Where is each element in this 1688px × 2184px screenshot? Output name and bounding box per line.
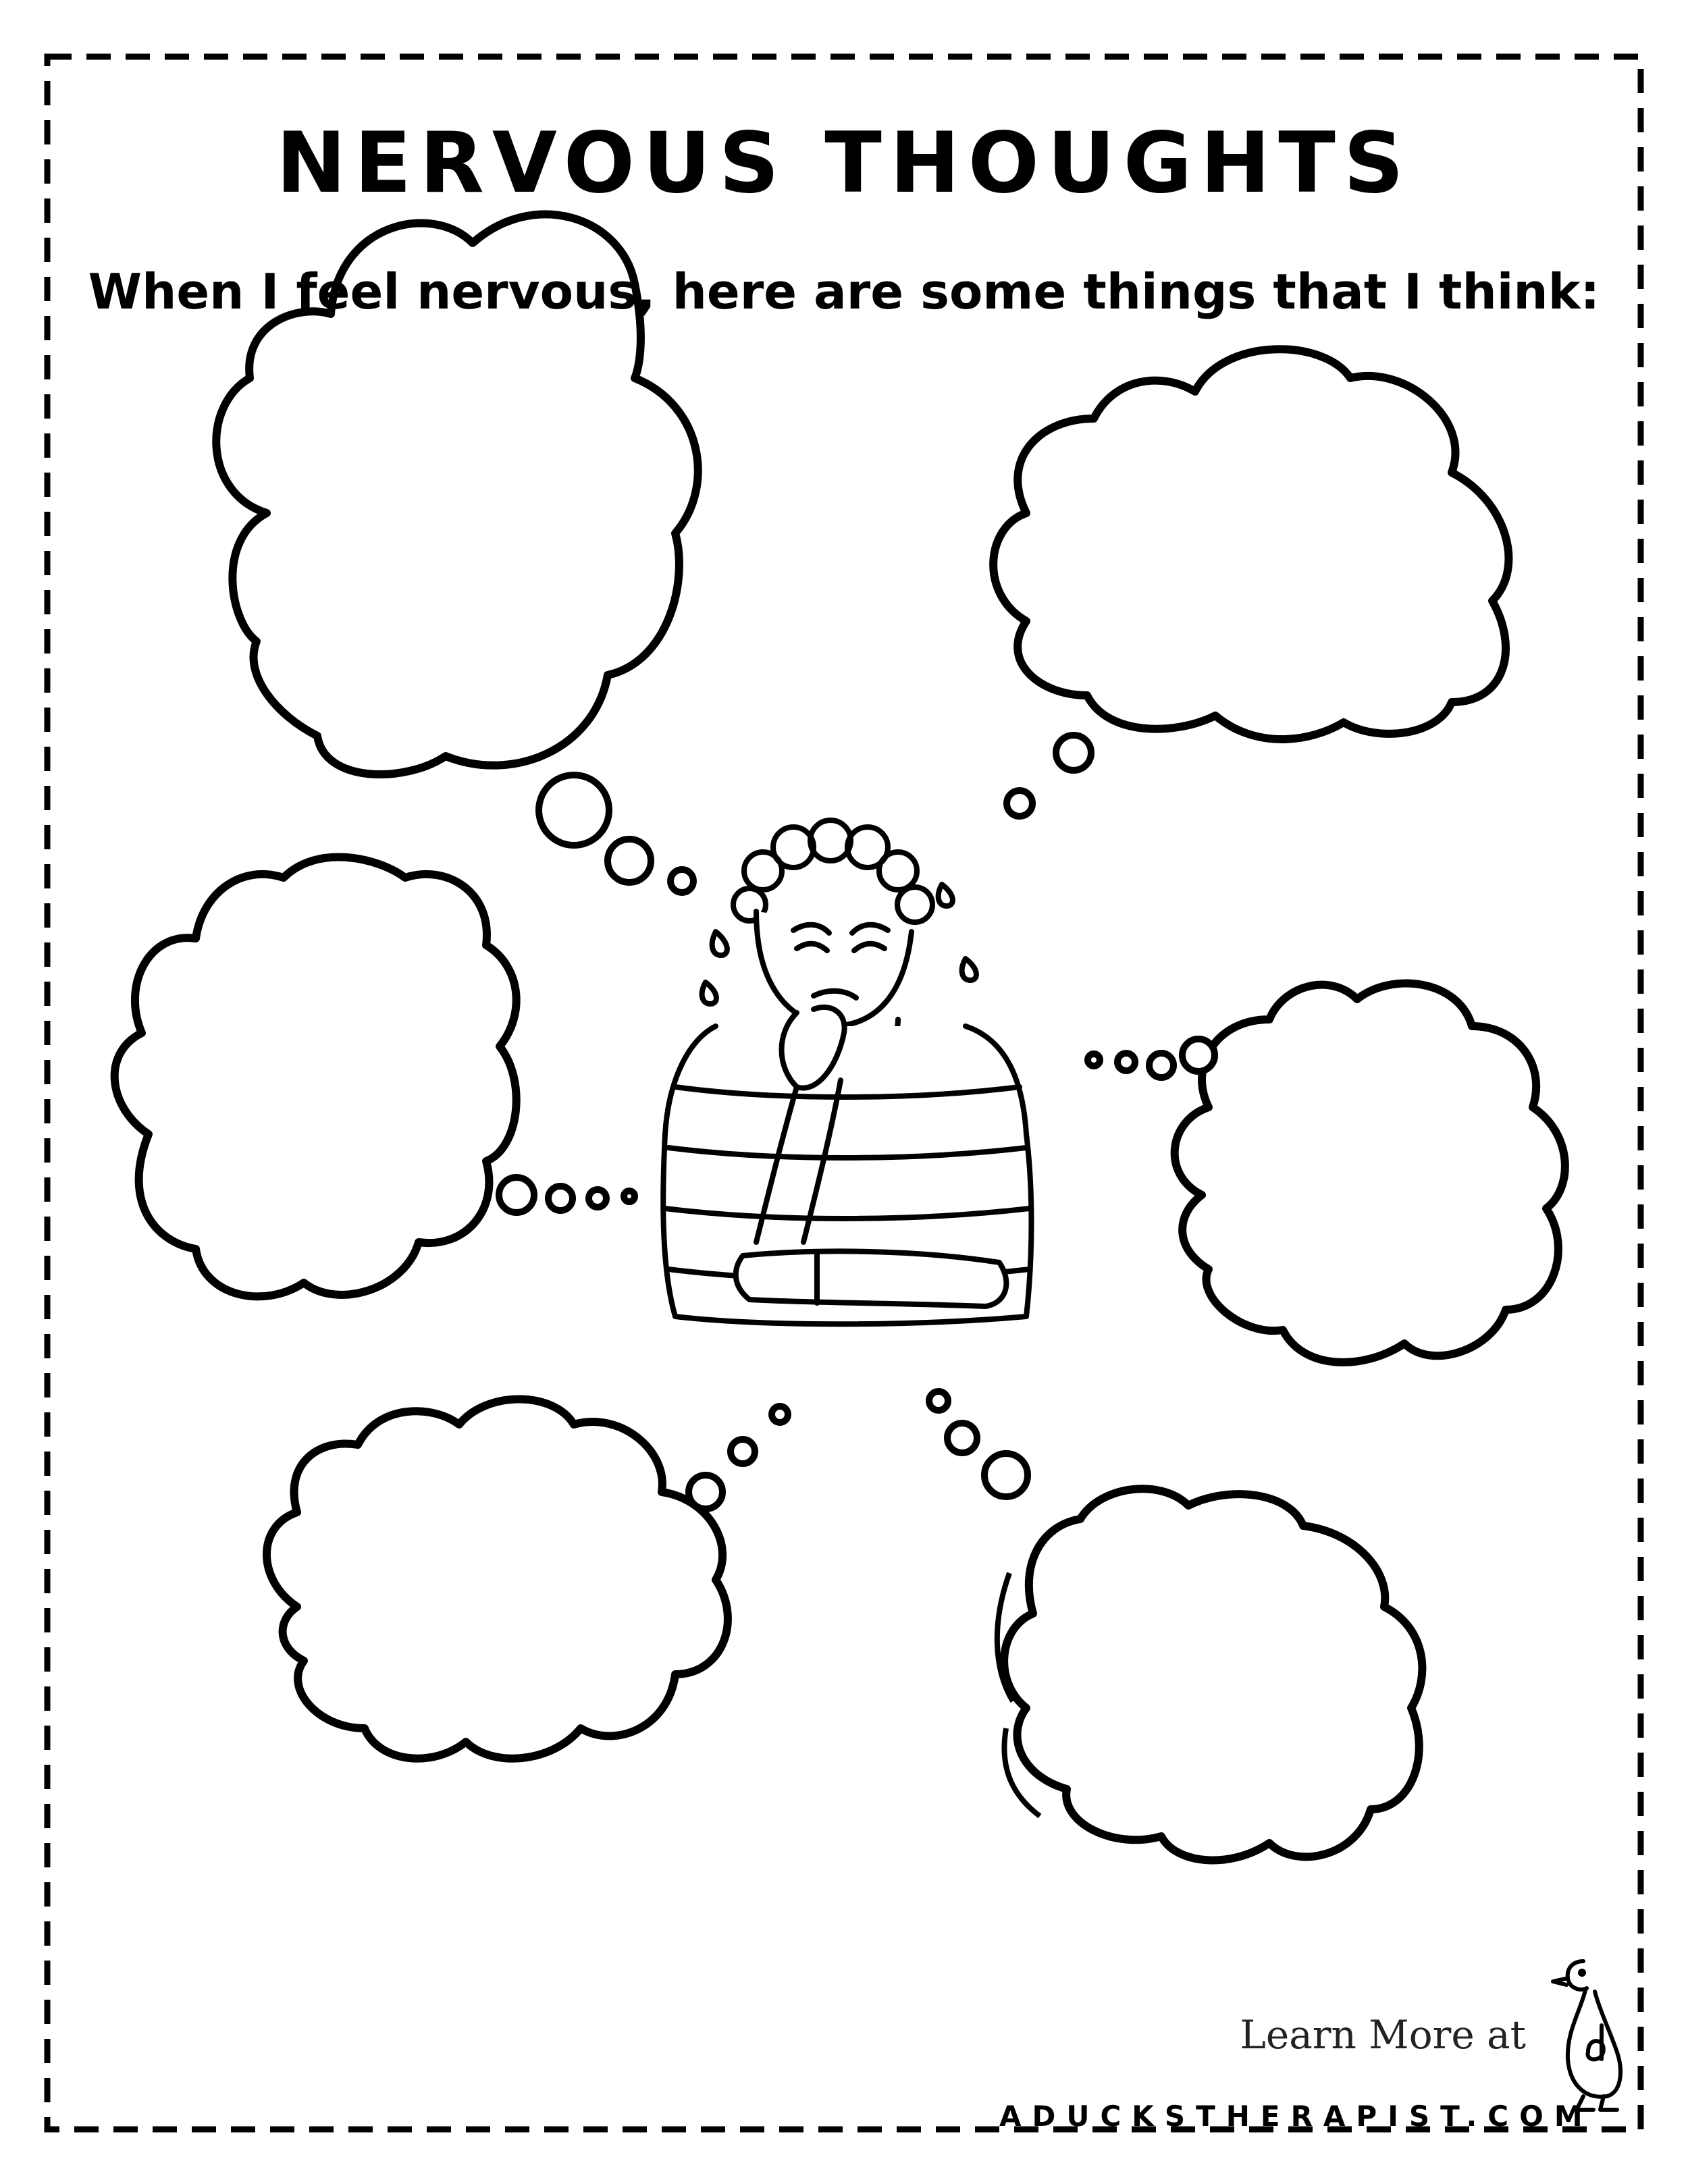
thought-cloud-top-right[interactable] [989, 345, 1513, 743]
nervous-person-illustration [660, 818, 1034, 1327]
thought-cloud-top-left[interactable] [212, 210, 702, 778]
duck-logo-icon [1551, 1959, 1623, 2112]
cloud-accent-stroke [994, 1572, 1016, 1703]
thought-cloud-middle-right[interactable] [1170, 979, 1569, 1366]
website-link[interactable]: ADUCKSTHERAPIST.COM [999, 2100, 1593, 2133]
worksheet-title: NERVOUS THOUGHTS [275, 115, 1413, 212]
bubble-trail-middle-right [1084, 1036, 1218, 1081]
bubble-trail-top-right [1003, 732, 1094, 820]
bubble-trail-bottom-right [926, 1388, 1031, 1500]
thought-cloud-bottom-right[interactable] [1000, 1485, 1427, 1865]
dashed-border [44, 53, 1644, 2133]
hair-curls [731, 818, 935, 925]
worksheet-prompt: When I feel nervous, here are some thing… [88, 263, 1600, 320]
thought-cloud-bottom-left[interactable] [263, 1395, 732, 1763]
bubble-trail-middle-left [496, 1174, 638, 1216]
bubble-trail-bottom-left [685, 1403, 791, 1512]
bubble-trail-top-left [535, 772, 697, 896]
learn-more-text: Learn More at [1240, 2012, 1526, 2058]
cloud-accent-stroke [1001, 1728, 1042, 1819]
thought-cloud-middle-left[interactable] [110, 853, 521, 1301]
